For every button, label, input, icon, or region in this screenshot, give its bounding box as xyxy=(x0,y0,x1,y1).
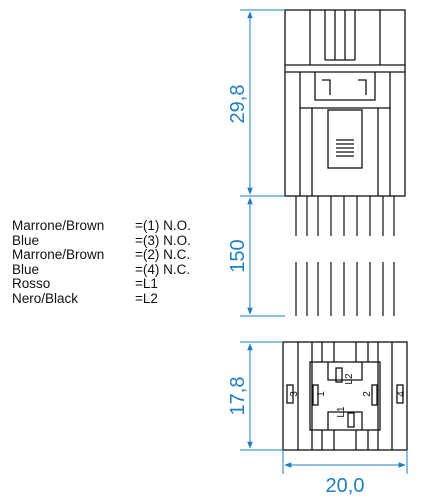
face-height-dimension: 17,8 xyxy=(227,377,249,416)
wire-function: =(2) N.C. xyxy=(135,247,191,263)
dimension-lines-face xyxy=(240,341,408,474)
wire-function: =(4) N.C. xyxy=(135,261,191,277)
pin-label-2: 2 xyxy=(362,391,373,397)
wire-function: =L1 xyxy=(135,276,158,292)
pin-label-3: 3 xyxy=(289,391,300,397)
connector-body-side-view xyxy=(284,9,406,197)
dimension-lines-side xyxy=(240,9,285,317)
pin-label-1: 1 xyxy=(316,391,327,397)
wire-color: Rosso xyxy=(12,276,51,292)
wire-color: Blue xyxy=(12,232,40,248)
wire-color: Marrone/Brown xyxy=(12,218,105,233)
pin-label-l1: L1 xyxy=(336,406,347,418)
pin-label-4: 4 xyxy=(396,391,407,397)
wire-function: =(1) N.O. xyxy=(135,218,191,233)
wire-function: =(3) N.O. xyxy=(135,232,191,248)
wire-leads xyxy=(295,196,395,316)
wire-color: Nero/Black xyxy=(12,290,79,306)
wire-color: Marrone/Brown xyxy=(12,247,105,263)
face-width-dimension: 20,0 xyxy=(326,475,365,497)
pin-label-l2: L2 xyxy=(344,373,355,385)
lead-length-dimension: 150 xyxy=(227,239,249,272)
wire-color: Blue xyxy=(12,261,40,277)
connector-face-view xyxy=(282,341,408,451)
body-height-dimension: 29,8 xyxy=(227,85,249,124)
wire-function: =L2 xyxy=(135,290,158,306)
